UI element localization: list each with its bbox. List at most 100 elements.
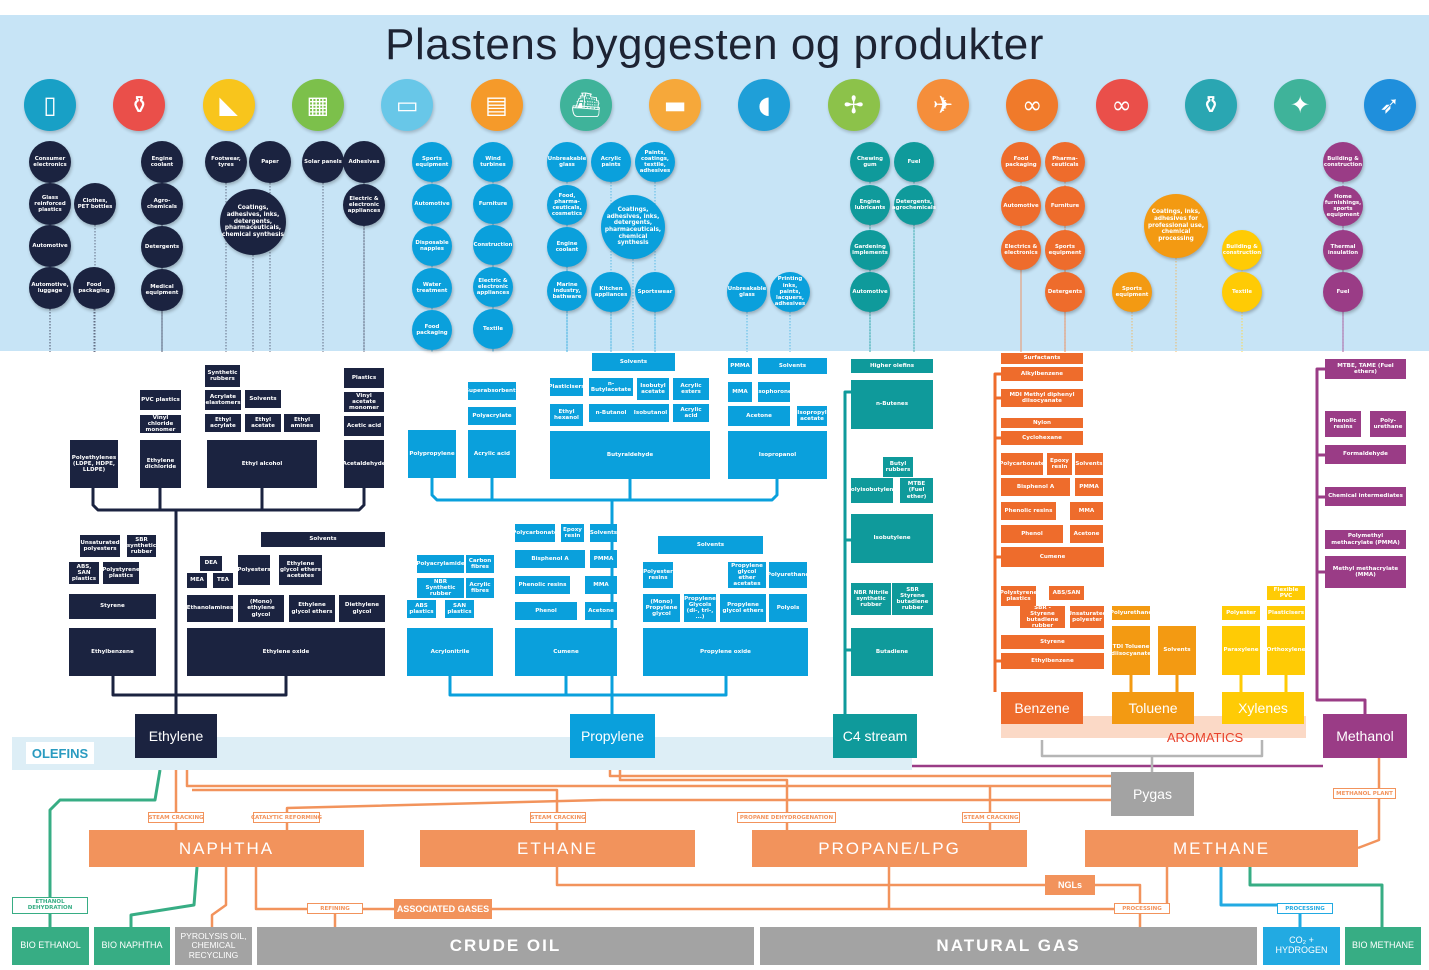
box-polystyrene-plastics[interactable]: Polystyrene plastics — [1001, 586, 1036, 606]
bubble-marine-industry-bathware[interactable]: Marine industry, bathware — [547, 271, 587, 311]
box-sbr-styrene-butadiene-rubber[interactable]: SBR - Styrene butadiene rubber — [1020, 606, 1065, 628]
bubble-engine-coolant[interactable]: Engine coolant — [547, 227, 587, 267]
box-unsaturated-polyester[interactable]: Unsaturated polyester — [1070, 606, 1104, 628]
box-ethylene-glycol-ethers[interactable]: Ethylene glycol ethers — [289, 595, 335, 622]
box-acrylic-acid[interactable]: Acrylic acid — [468, 430, 516, 478]
box-epoxy-resin[interactable]: Epoxy resin — [1047, 453, 1072, 475]
xylenes-block[interactable]: Xylenes — [1222, 692, 1304, 724]
bubble-food-packaging[interactable]: Food packaging — [412, 310, 452, 350]
box-mma[interactable]: MMA — [585, 576, 617, 594]
box-formaldehyde[interactable]: Formaldehyde — [1325, 445, 1406, 464]
ngls-block[interactable]: NGLs — [1045, 875, 1095, 895]
box-polyacrylamide[interactable]: Polyacrylamide — [417, 555, 464, 573]
box-mono-ethylene-glycol[interactable]: (Mono) ethylene glycol — [238, 595, 284, 622]
bubble-engine-lubricants[interactable]: Engine lubricants — [850, 185, 890, 225]
box-alkylbenzene[interactable]: Alkylbenzene — [1001, 367, 1083, 381]
box-sbr-styrene-butadiene-rubber[interactable]: SBR Styrene butadiene rubber — [892, 583, 933, 615]
box-polycarbonate[interactable]: Polycarbonate — [515, 524, 555, 542]
box-abs-san-plastics[interactable]: ABS, SAN plastics — [69, 562, 99, 584]
box-phenolic-resins[interactable]: Phenolic resins — [1325, 411, 1361, 437]
bubble-food-packaging[interactable]: Food packaging — [1001, 142, 1041, 182]
box-acrylic-fibres[interactable]: Acrylic fibres — [466, 578, 494, 598]
propane-block[interactable]: PROPANE/LPG — [752, 830, 1027, 867]
box-epoxy-resin[interactable]: Epoxy resin — [561, 524, 584, 542]
box-phenolic-resins[interactable]: Phenolic resins — [515, 576, 570, 594]
box-dea[interactable]: DEA — [200, 556, 222, 571]
bubble-electrics-electronics[interactable]: Electrics & electronics — [1001, 230, 1041, 270]
box-bisphenol-a[interactable]: Bisphenol A — [515, 550, 585, 568]
bubble-food-packaging[interactable]: Food packaging — [73, 267, 115, 309]
box-solvents[interactable]: Solvents — [590, 524, 617, 542]
toluene-block[interactable]: Toluene — [1112, 692, 1194, 724]
bubble-home-furnishings-sports-equipment[interactable]: Home furnishings, sports equipment — [1323, 186, 1363, 226]
bubble-wind-turbines[interactable]: Wind turbines — [473, 142, 513, 182]
bubble-acrylic-paints[interactable]: Acrylic paints — [591, 142, 631, 182]
box-butadiene[interactable]: Butadiene — [851, 628, 933, 676]
box-vinyl-chloride-monomer[interactable]: Vinyl chloride monomer — [140, 415, 181, 433]
box-isophorone[interactable]: Isophorone — [758, 382, 790, 402]
box-ethylbenzene[interactable]: Ethylbenzene — [1001, 653, 1104, 669]
bubble-sports-equipment[interactable]: Sports equipment — [1112, 272, 1152, 312]
propylene-block[interactable]: Propylene — [570, 714, 655, 758]
box-butyraldehyde[interactable]: Butyraldehyde — [550, 431, 710, 479]
bubble-coatings-adhesives-inks-detergents-pharmaceuticals-chemical-synthesis[interactable]: Coatings, adhesives, inks, detergents, p… — [220, 189, 286, 255]
bubble-detergents[interactable]: Detergents — [141, 226, 183, 268]
box-phenol[interactable]: Phenol — [515, 602, 577, 620]
box-carbon-fibres[interactable]: Carbon fibres — [466, 555, 494, 573]
box-n-butanol[interactable]: n-Butanol — [589, 404, 633, 422]
bubble-automotive[interactable]: Automotive — [1001, 186, 1041, 226]
box-diethylene-glycol[interactable]: Diethylene glycol — [339, 595, 385, 622]
bubble-water-treatment[interactable]: Water treatment — [412, 268, 452, 308]
bubble-fuel[interactable]: Fuel — [894, 142, 934, 182]
associated-gases-block[interactable]: ASSOCIATED GASES — [394, 899, 492, 919]
bubble-pharma-ceuticals[interactable]: Pharma-ceuticals — [1045, 142, 1085, 182]
bubble-solar-panels[interactable]: Solar panels — [302, 141, 344, 183]
box-phenolic-resins[interactable]: Phenolic resins — [1001, 502, 1056, 520]
box-solvents[interactable]: Solvents — [658, 536, 763, 554]
methanol-block[interactable]: Methanol — [1323, 714, 1407, 758]
bubble-printing-inks-paints-lacquers-adhesives[interactable]: Printing inks, paints, lacquers, adhesiv… — [770, 272, 810, 312]
bubble-automotive[interactable]: Automotive — [412, 184, 452, 224]
bubble-consumer-electronics[interactable]: Consumer electronics — [29, 141, 71, 183]
box-cumene[interactable]: Cumene — [1001, 547, 1104, 567]
box-polyols[interactable]: Polyols — [769, 594, 807, 622]
box-ethyl-alcohol[interactable]: Ethyl alcohol — [207, 440, 317, 488]
box-mtbe-tame-fuel-ethers[interactable]: MTBE, TAME (Fuel ethers) — [1325, 359, 1406, 379]
box-ethyl-hexanol[interactable]: Ethyl hexanol — [550, 404, 583, 426]
box-n-butylacetate[interactable]: n-Butylacetate — [589, 378, 633, 396]
box-ethyl-acrylate[interactable]: Ethyl acrylate — [205, 414, 241, 432]
box-phenol[interactable]: Phenol — [1001, 525, 1063, 543]
box-polyacrylate[interactable]: Polyacrylate — [468, 407, 516, 425]
box-acetaldehyde[interactable]: Acetaldehyde — [344, 440, 384, 488]
box-unsaturated-polyesters[interactable]: Unsaturated polyesters — [80, 535, 120, 557]
bubble-sports-equipment[interactable]: Sports equipment — [412, 142, 452, 182]
box-cumene[interactable]: Cumene — [515, 628, 617, 676]
box-plasticisers[interactable]: Plasticisers — [550, 378, 583, 396]
box-propylene-glycol-ether-acetates[interactable]: Propylene glycol ether acetates — [728, 562, 766, 588]
box-superabsorbents[interactable]: Superabsorbents — [468, 382, 516, 400]
box-n-butenes[interactable]: n-Butenes — [851, 380, 933, 429]
box-isobutylene[interactable]: Isobutylene — [851, 514, 933, 563]
bubble-automotive-luggage[interactable]: Automotive, luggage — [29, 267, 71, 309]
co2-hydrogen-block[interactable]: CO₂ + HYDROGEN — [1263, 927, 1340, 965]
box-polystyrene-plastics[interactable]: Polystyrene plastics — [103, 562, 139, 584]
box-polycarbonate[interactable]: Polycarbonate — [1001, 453, 1043, 475]
bubble-chewing-gum[interactable]: Chewing gum — [850, 142, 890, 182]
box-isopropyl-acetate[interactable]: Isopropyl acetate — [797, 406, 827, 426]
box-ethylene-oxide[interactable]: Ethylene oxide — [187, 628, 385, 676]
box-ethylbenzene[interactable]: Ethylbenzene — [69, 628, 156, 676]
pyrolysis-block[interactable]: PYROLYSIS OIL, CHEMICAL RECYCLING — [175, 927, 252, 965]
box-abs-plastics[interactable]: ABS plastics — [407, 600, 436, 618]
c4-block[interactable]: C4 stream — [833, 714, 917, 758]
bubble-construction[interactable]: Construction — [473, 225, 513, 265]
bubble-fuel[interactable]: Fuel — [1323, 272, 1363, 312]
bio-naphtha-block[interactable]: BIO NAPHTHA — [94, 927, 170, 965]
bubble-coatings-inks-adhesives-for-professional-use-chemical-processing[interactable]: Coatings, inks, adhesives for profession… — [1144, 194, 1208, 258]
box-sbr-synthetic-rubber[interactable]: SBR synthetic rubber — [127, 535, 156, 557]
box-mma[interactable]: MMA — [728, 382, 752, 402]
bubble-sportswear[interactable]: Sportswear — [635, 272, 675, 312]
box-propylene-glycols-di-tri[interactable]: Propylene Glycols (di-, tri-, ...) — [684, 594, 716, 622]
box-nylon[interactable]: Nylon — [1001, 418, 1083, 428]
box-ethanolamines[interactable]: Ethanolamines — [187, 595, 233, 622]
box-solvents[interactable]: Solvents — [261, 532, 385, 547]
